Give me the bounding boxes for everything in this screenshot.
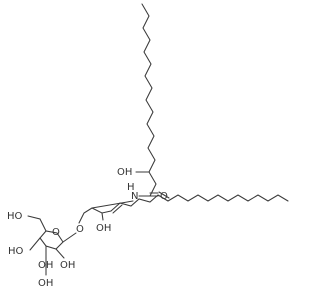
amide-nitrogen-label: N: [131, 191, 138, 202]
sphingoid-tail: [167, 194, 289, 202]
molecule-diagram: OH O N H OH O O HO HO OH OH OH: [7, 3, 289, 289]
acyl-chain: [141, 3, 157, 197]
amide-hydrogen-label: H: [127, 182, 135, 193]
ring-oxygen-label: O: [52, 227, 60, 238]
glycosidic-oxygen-label: O: [76, 224, 84, 235]
c4-hydroxyl-label: HO: [8, 246, 24, 257]
sphingoid-backbone: [91, 207, 112, 214]
cis-double-bond-1: [157, 194, 169, 202]
sphingoid-chain-mid: [119, 194, 159, 207]
trans-double-bond-1: [110, 202, 121, 212]
n-to-c2-bond: [91, 200, 134, 209]
hydroxymethyl-bond: [27, 215, 47, 232]
hydroxymethyl-label: HO: [7, 211, 23, 222]
c3b-hydroxyl-label: OH: [38, 278, 53, 289]
glycosidic-bond: [62, 232, 77, 243]
c2-hydroxyl-label: OH: [60, 260, 75, 271]
carbonyl-oxygen-label: O: [160, 191, 168, 202]
c4-oh-bond: [29, 237, 41, 251]
c1-methylene: [78, 207, 93, 224]
cis-double-bond-2: [158, 191, 170, 199]
sphingoid-oh-bond: [101, 212, 104, 221]
trans-double-bond-2: [112, 204, 123, 214]
structure-canvas: OH O N H OH O O HO HO OH OH OH: [7, 3, 289, 289]
sphingoid-hydroxyl-label: OH: [96, 223, 111, 234]
c2-oh-bond: [55, 248, 65, 259]
acyl-hydroxyl-label: OH: [117, 167, 132, 178]
